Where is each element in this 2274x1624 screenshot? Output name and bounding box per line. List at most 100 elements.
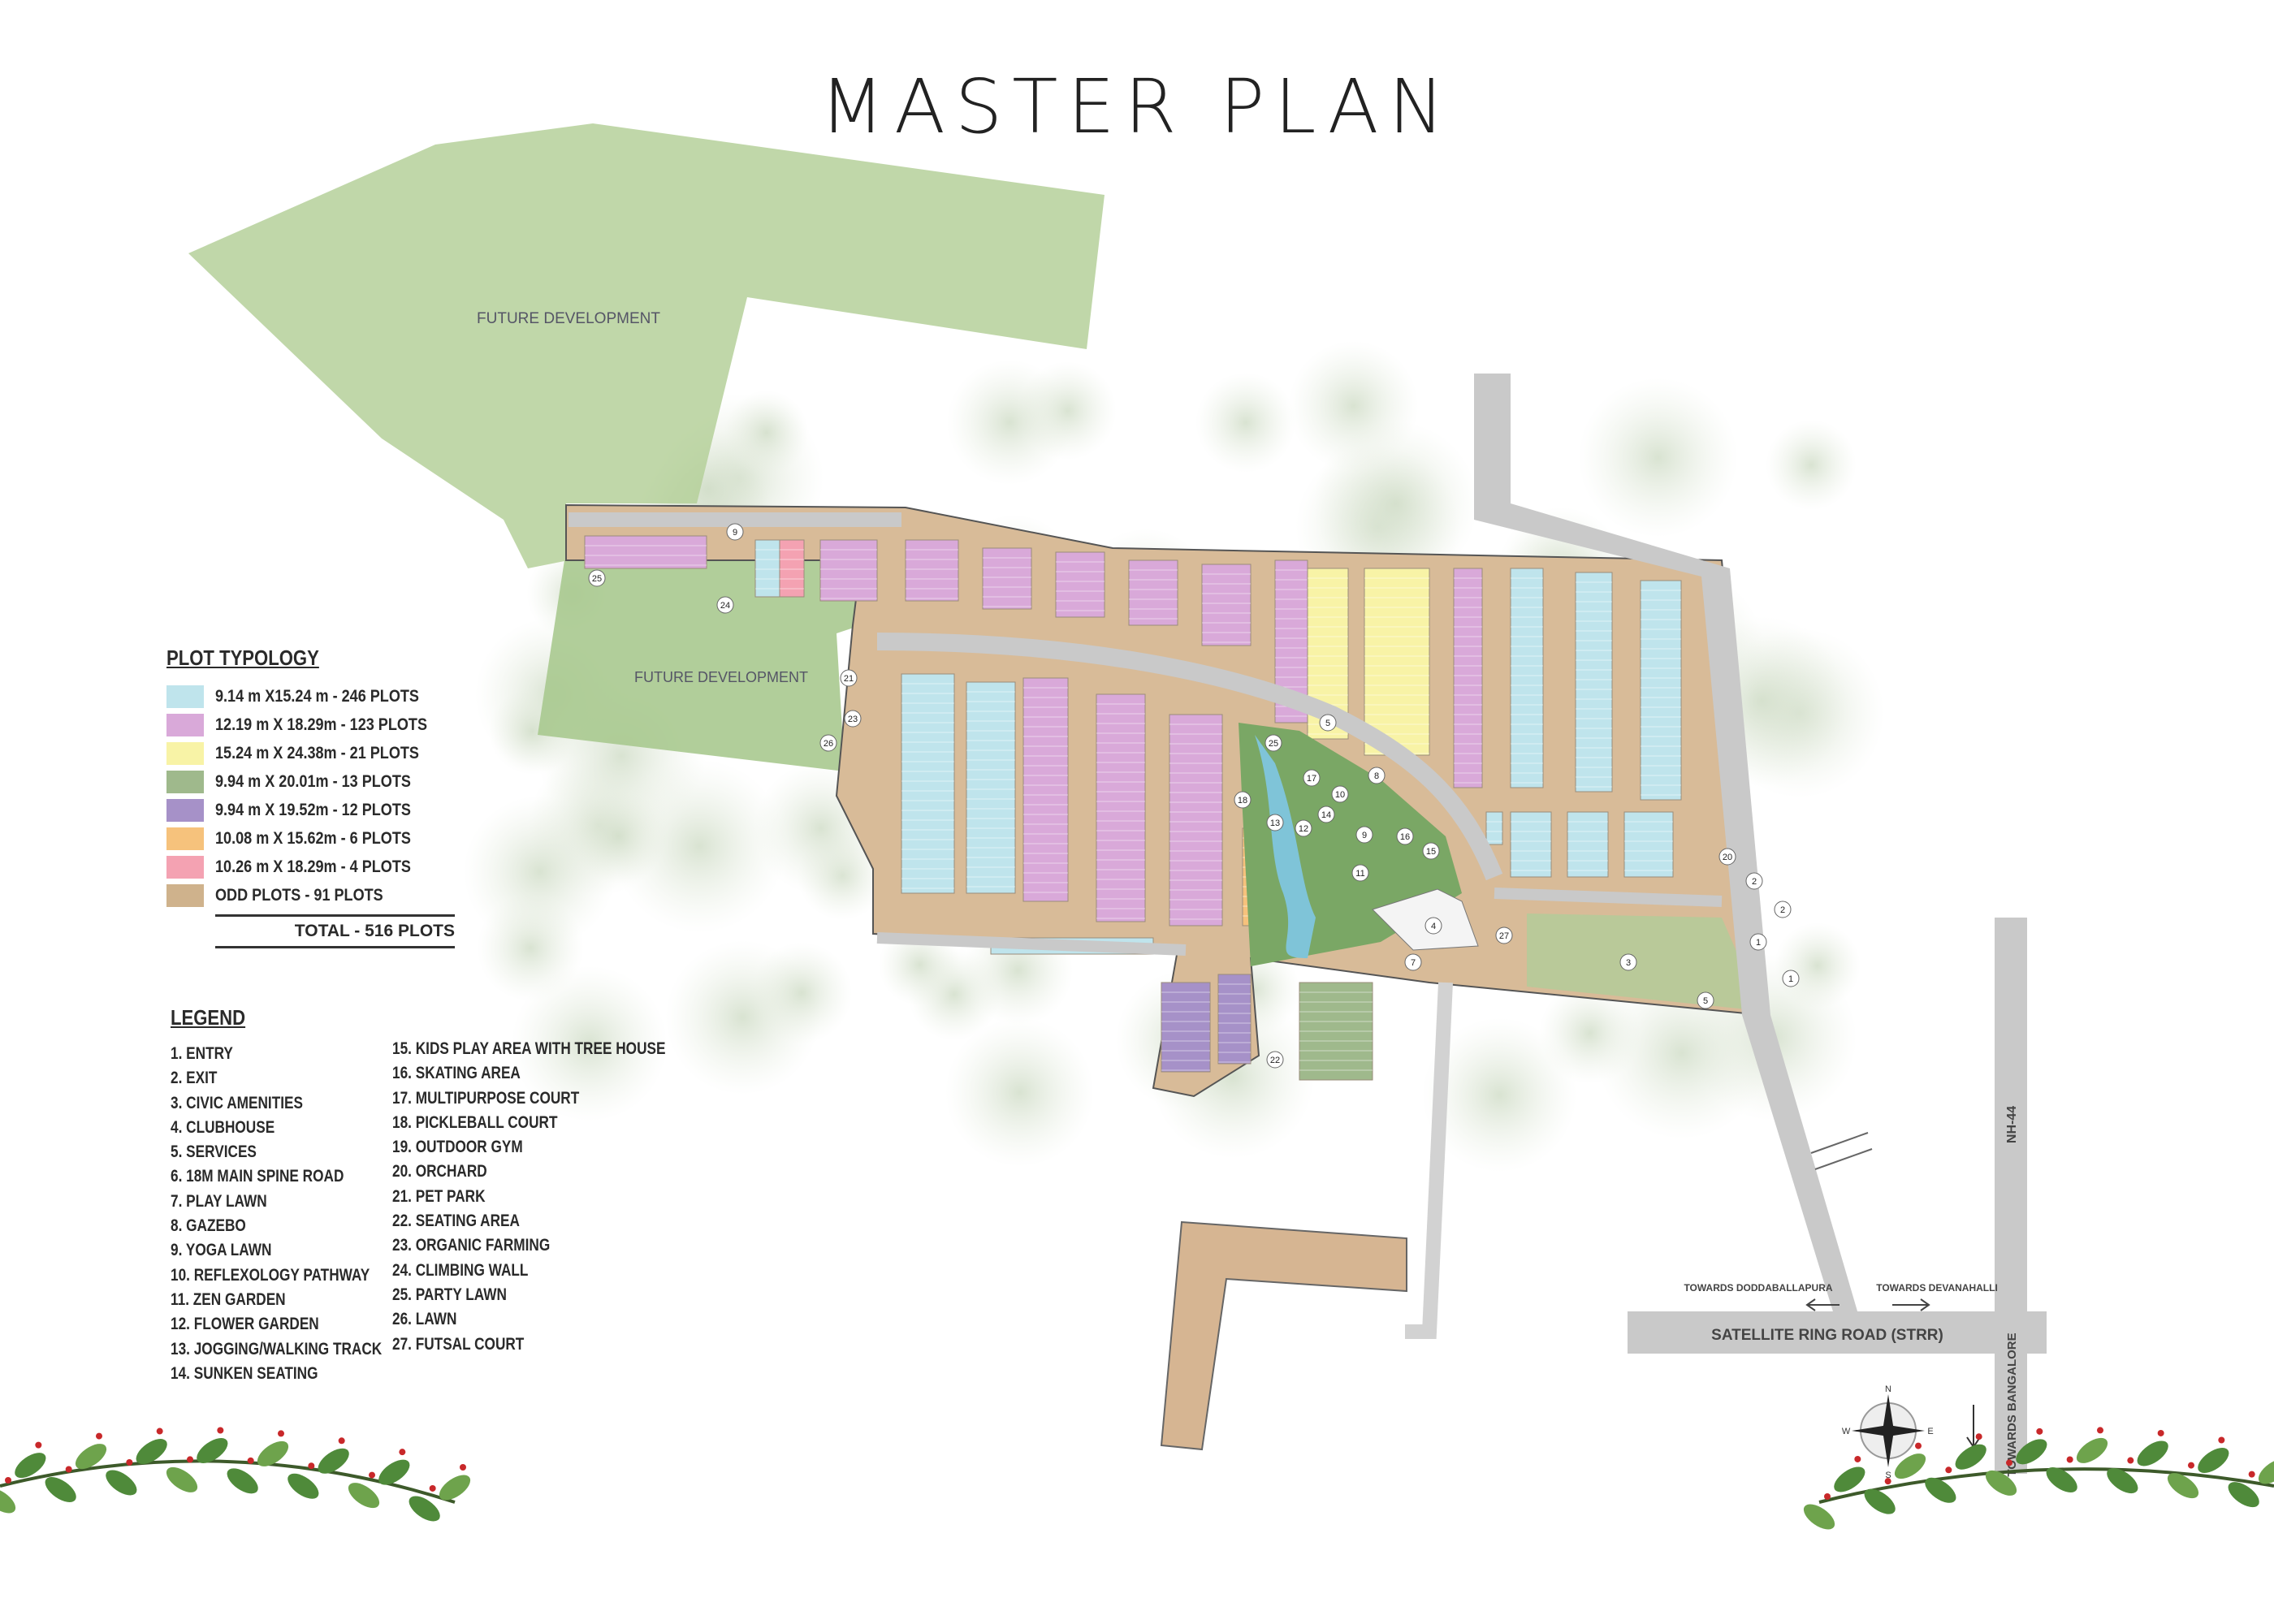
vine-leaf bbox=[162, 1462, 202, 1497]
vine-berry bbox=[1915, 1443, 1922, 1449]
vine-berry bbox=[2158, 1430, 2164, 1436]
amenity-marker-number: 1 bbox=[1756, 938, 1761, 948]
plot-block bbox=[1641, 581, 1681, 800]
legend-item: 24. CLIMBING WALL bbox=[392, 1259, 665, 1283]
legend-item: 7. PLAY LAWN bbox=[171, 1190, 382, 1214]
plot-block bbox=[1169, 715, 1222, 926]
towards-doddaballapura-label: TOWARDS DODDABALLAPURA bbox=[1684, 1282, 1832, 1294]
plot-block bbox=[1202, 564, 1251, 646]
tree-canopy bbox=[1578, 378, 1738, 538]
amenity-marker-number: 21 bbox=[844, 674, 854, 684]
amenity-marker-number: 20 bbox=[1723, 853, 1732, 862]
legend-heading: LEGEND bbox=[171, 1005, 642, 1030]
plot-type-label: 12.19 m X 18.29m - 123 PLOTS bbox=[215, 715, 427, 735]
plot-block bbox=[983, 548, 1031, 609]
future-development-parcel-north bbox=[188, 123, 1105, 568]
plot-block bbox=[1161, 983, 1210, 1072]
legend-item: 9. YOGA LAWN bbox=[171, 1238, 382, 1263]
amenity-marker-number: 11 bbox=[1355, 869, 1364, 879]
legend-item: 3. CIVIC AMENITIES bbox=[171, 1091, 382, 1116]
vine-leaf bbox=[2073, 1433, 2112, 1468]
legend-panel: LEGEND 1. ENTRY2. EXIT3. CIVIC AMENITIES… bbox=[171, 1005, 726, 1386]
plot-block bbox=[585, 536, 707, 568]
plot-color-swatch bbox=[166, 827, 204, 850]
vine-berry bbox=[248, 1458, 254, 1464]
amenity-marker-number: 8 bbox=[1374, 771, 1379, 781]
plot-block bbox=[901, 674, 954, 893]
legend-item: 8. GAZEBO bbox=[171, 1214, 382, 1238]
amenity-marker-number: 9 bbox=[733, 528, 737, 538]
vine-berry bbox=[1824, 1493, 1831, 1500]
vine-berry bbox=[1945, 1466, 1952, 1473]
legend-item: 20. ORCHARD bbox=[392, 1160, 665, 1184]
vine-berry bbox=[126, 1459, 132, 1466]
amenity-marker-number: 13 bbox=[1270, 818, 1280, 828]
vine-berry bbox=[96, 1433, 102, 1440]
future-development-parcel-west bbox=[538, 560, 861, 771]
vine-berry bbox=[278, 1430, 284, 1436]
vine-leaf bbox=[102, 1465, 141, 1500]
tree-canopy bbox=[1195, 373, 1295, 473]
tree-canopy bbox=[751, 942, 853, 1043]
plot-type-label: 10.26 m X 18.29m - 4 PLOTS bbox=[215, 857, 411, 877]
plot-block bbox=[906, 540, 958, 601]
amenity-marker-number: 2 bbox=[1752, 877, 1757, 887]
amenity-marker-number: 23 bbox=[848, 715, 858, 724]
amenity-marker-number: 3 bbox=[1626, 958, 1631, 968]
amenity-marker-number: 5 bbox=[1703, 996, 1708, 1006]
internal-road-east bbox=[1494, 893, 1722, 901]
legend-item: 6. 18M MAIN SPINE ROAD bbox=[171, 1164, 382, 1189]
compass-e: E bbox=[1927, 1427, 1933, 1436]
plot-type-row: 12.19 m X 18.29m - 123 PLOTS bbox=[166, 710, 467, 739]
legend-item: 14. SUNKEN SEATING bbox=[171, 1362, 382, 1386]
legend-item: 5. SERVICES bbox=[171, 1140, 382, 1164]
plot-block bbox=[1023, 678, 1068, 901]
tree-canopy bbox=[945, 1018, 1094, 1167]
legend-item: 21. PET PARK bbox=[392, 1185, 665, 1209]
vine-berry bbox=[430, 1485, 436, 1492]
plot-color-swatch bbox=[166, 714, 204, 736]
vine-leaf bbox=[1800, 1499, 1840, 1534]
plot-block bbox=[1364, 568, 1429, 755]
plot-block bbox=[966, 682, 1015, 893]
vine-leaf bbox=[223, 1463, 262, 1498]
plot-color-swatch bbox=[166, 685, 204, 708]
arrow-down-icon bbox=[1967, 1405, 1980, 1447]
legend-item: 1. ENTRY bbox=[171, 1042, 382, 1066]
decorative-vines bbox=[0, 1427, 2274, 1534]
amenity-marker-number: 16 bbox=[1400, 832, 1410, 842]
vine-leaf bbox=[1951, 1440, 1991, 1475]
legend-item: 12. FLOWER GARDEN bbox=[171, 1312, 382, 1337]
legend-item: 15. KIDS PLAY AREA WITH TREE HOUSE bbox=[392, 1037, 665, 1061]
plot-type-label: 9.94 m X 19.52m - 12 PLOTS bbox=[215, 801, 411, 820]
amenity-marker-number: 25 bbox=[592, 574, 602, 584]
plot-type-row: 9.94 m X 19.52m - 12 PLOTS bbox=[166, 796, 467, 824]
nh44-label: NH-44 bbox=[2005, 1106, 2019, 1143]
vine-berry bbox=[157, 1428, 163, 1435]
amenity-marker-number: 24 bbox=[720, 601, 730, 611]
plot-color-swatch bbox=[166, 856, 204, 879]
vine-berry bbox=[369, 1472, 375, 1479]
vine-berry bbox=[187, 1456, 193, 1462]
plot-type-row: 15.24 m X 24.38m - 21 PLOTS bbox=[166, 739, 467, 767]
amenity-marker-number: 10 bbox=[1335, 790, 1345, 800]
plot-block bbox=[1576, 572, 1612, 792]
plot-block bbox=[1454, 568, 1482, 788]
amenity-marker-number: 26 bbox=[824, 739, 833, 749]
page-title: MASTER PLAN bbox=[0, 63, 2274, 150]
vine-berry bbox=[1976, 1433, 1982, 1440]
vine-berry bbox=[2218, 1436, 2224, 1443]
plot-typology-panel: PLOT TYPOLOGY 9.14 m X15.24 m - 246 PLOT… bbox=[166, 646, 467, 948]
amenity-marker-number: 2 bbox=[1780, 905, 1785, 915]
vine-berry bbox=[2036, 1428, 2043, 1435]
vine-berry bbox=[217, 1427, 223, 1433]
vine-berry bbox=[2127, 1458, 2133, 1464]
future-development-label-1: FUTURE DEVELOPMENT bbox=[477, 310, 660, 327]
legend-item: 23. ORGANIC FARMING bbox=[392, 1233, 665, 1258]
legend-item: 13. JOGGING/WALKING TRACK bbox=[171, 1337, 382, 1362]
amenity-marker-number: 18 bbox=[1238, 796, 1247, 806]
future-development-label-2: FUTURE DEVELOPMENT bbox=[634, 669, 808, 685]
plot-type-row: ODD PLOTS - 91 PLOTS bbox=[166, 881, 467, 909]
amenity-marker-number: 27 bbox=[1499, 931, 1509, 941]
legend-item: 2. EXIT bbox=[171, 1066, 382, 1091]
